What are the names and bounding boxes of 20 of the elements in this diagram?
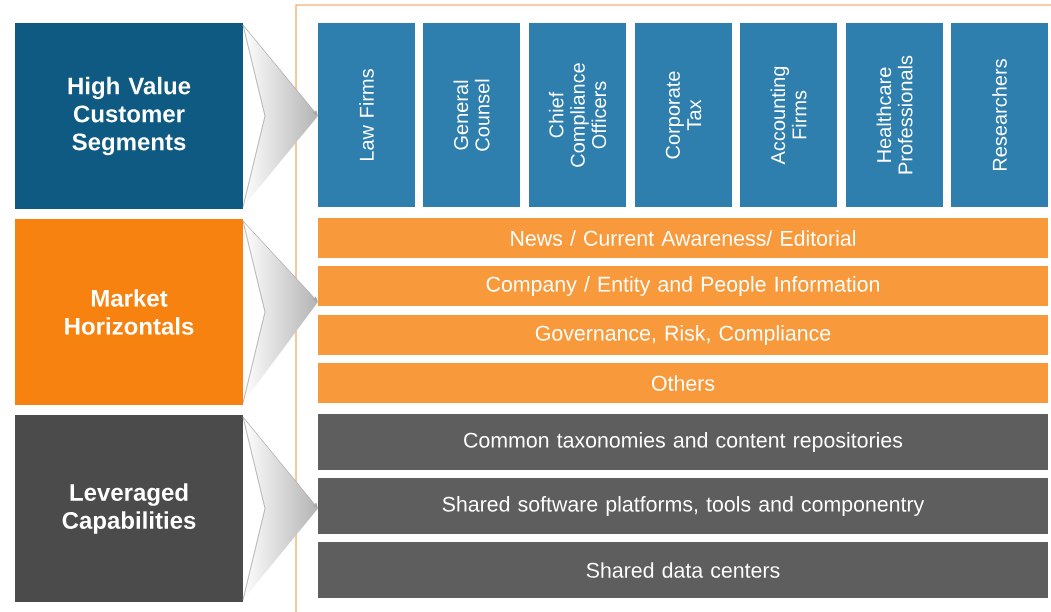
row-bar: Others (318, 363, 1048, 403)
column-box: Corporate Tax (635, 23, 732, 207)
column-box: Accounting Firms (740, 23, 837, 207)
column-box: Law Firms (318, 23, 415, 207)
chevron-arrow (242, 220, 318, 404)
row-bar: Shared software platforms, tools and componentry (318, 478, 1048, 534)
row-bar: Common taxonomies and content repositories (318, 414, 1048, 470)
column-box: Healthcare Professionals (846, 23, 943, 207)
chevron-arrow (242, 416, 318, 601)
column-box: Chief Compliance Officers (529, 23, 626, 207)
row-bar: News / Current Awareness/ Editorial (318, 218, 1048, 258)
segment-box: High Value Customer Segments (15, 23, 243, 209)
row-bar: Company / Entity and People Information (318, 266, 1048, 306)
segment-box: Leveraged Capabilities (15, 415, 243, 602)
segment-box: Market Horizontals (15, 219, 243, 405)
row-bar: Shared data centers (318, 542, 1048, 598)
chevron-arrow (242, 24, 318, 208)
column-box: General Counsel (423, 23, 520, 207)
row-bar: Governance, Risk, Compliance (318, 315, 1048, 355)
column-box: Researchers (951, 23, 1048, 207)
